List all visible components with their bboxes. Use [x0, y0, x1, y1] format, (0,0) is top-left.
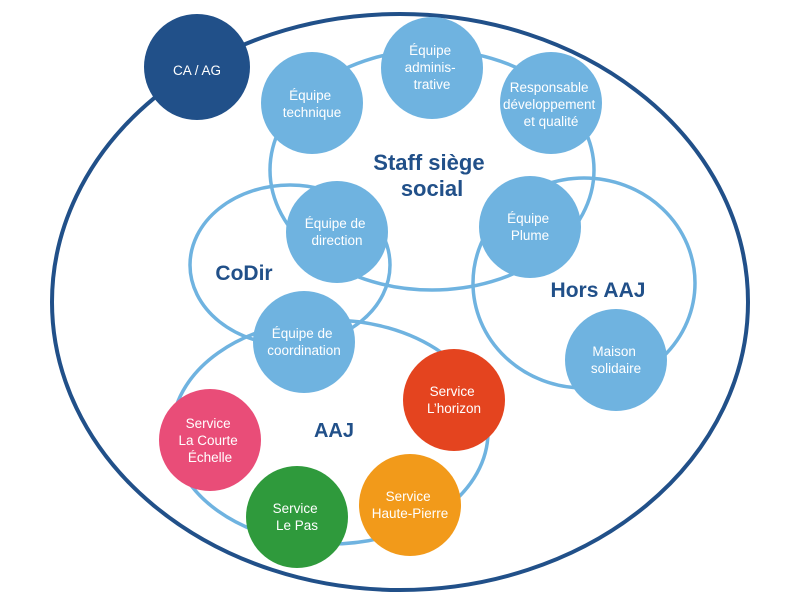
service-le-pas-label: Service Le Pas — [273, 501, 322, 533]
maison-solidaire-label: Maison solidaire — [591, 344, 641, 376]
maison-solidaire-node — [565, 309, 667, 411]
ca-ag-node — [144, 14, 250, 120]
hors-aaj-label: Hors AAJ — [551, 279, 646, 302]
equipe-coordination-label: Équipe de coordination — [267, 326, 341, 358]
responsable-developpement-node — [500, 52, 602, 154]
equipe-technique-label: Équipe technique — [283, 88, 342, 120]
equipe-technique-node — [261, 52, 363, 154]
service-horizon-label: Service L’horizon — [427, 384, 481, 416]
codir-label: CoDir — [215, 262, 272, 285]
equipe-administrative-node — [381, 17, 483, 119]
responsable-developpement-label: Responsable développement et qualité — [503, 80, 599, 129]
equipe-direction-node — [286, 181, 388, 283]
service-haute-pierre-node — [359, 454, 461, 556]
aaj-label: AAJ — [314, 420, 354, 442]
ca-ag-label: CA / AG — [173, 63, 221, 78]
staff-siege-label: Staff siège social — [373, 150, 490, 201]
equipe-plume-label: Équipe Plume — [507, 211, 553, 243]
service-horizon-node — [403, 349, 505, 451]
service-courte-echelle-label: Service La Courte Échelle — [178, 416, 241, 465]
equipe-coordination-node — [253, 291, 355, 393]
service-le-pas-node — [246, 466, 348, 568]
equipe-direction-label: Équipe de direction — [305, 216, 370, 248]
equipe-administrative-label: Équipe adminis- trative — [405, 43, 460, 92]
equipe-plume-node — [479, 176, 581, 278]
service-haute-pierre-label: Service Haute-Pierre — [372, 489, 449, 521]
service-courte-echelle-node — [159, 389, 261, 491]
organization-outline — [50, 12, 750, 592]
